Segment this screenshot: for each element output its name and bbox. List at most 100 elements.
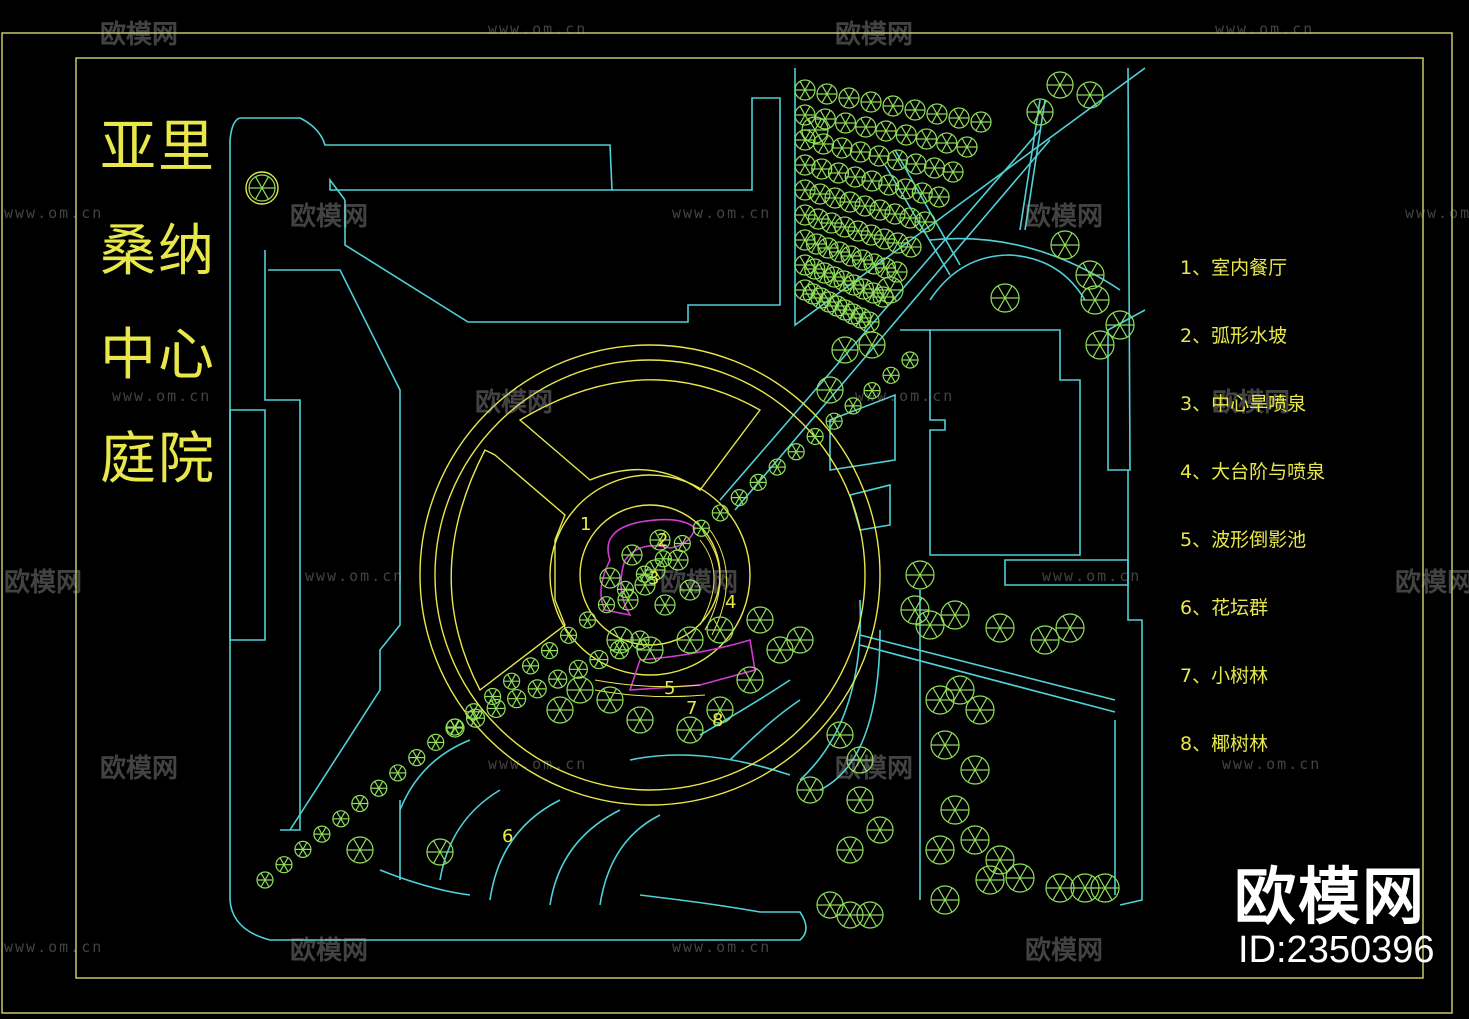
- tree-branch: [910, 353, 914, 360]
- tree-branch: [560, 710, 567, 721]
- tree-branch: [959, 118, 964, 127]
- tree-branch: [574, 690, 581, 701]
- tree-branch: [910, 218, 915, 227]
- tree-branch: [901, 180, 906, 189]
- tree-branch: [588, 620, 592, 627]
- tree-branch: [665, 605, 670, 614]
- watermark-url: www.om.cn: [672, 938, 771, 956]
- tree-branch: [341, 819, 345, 826]
- tree-branch: [256, 177, 263, 188]
- tree-branch: [910, 360, 914, 367]
- title-line: 中心: [100, 304, 210, 408]
- tree-branch: [720, 619, 727, 630]
- watermark-brand: 欧模网: [100, 14, 178, 51]
- tree-branch: [870, 915, 877, 926]
- tree-branch: [945, 888, 952, 900]
- tree-branch: [906, 126, 911, 135]
- tree-branch: [830, 905, 837, 916]
- tree-branch: [394, 766, 398, 773]
- tree-branch: [337, 812, 341, 819]
- tree-branch: [968, 770, 975, 782]
- tree-branch: [610, 700, 617, 711]
- tree-branch: [976, 122, 981, 131]
- tree-branch: [834, 421, 838, 428]
- tree-branch: [844, 98, 849, 107]
- tree-branch: [871, 93, 876, 102]
- tree-branch: [911, 247, 916, 256]
- watermark-url: www.om.cn: [1405, 204, 1469, 222]
- tree-branch: [1093, 345, 1100, 357]
- tree-branch: [933, 838, 940, 850]
- tree-branch: [932, 105, 937, 114]
- tree-branch: [920, 575, 927, 587]
- tree-branch: [849, 399, 853, 406]
- tree-branch: [850, 193, 855, 202]
- tree-branch: [822, 85, 827, 94]
- tree-branch: [634, 720, 641, 731]
- tree-branch: [850, 850, 857, 861]
- tree-branch: [754, 475, 758, 482]
- tree-branch: [939, 197, 944, 206]
- tree-branch: [906, 353, 910, 360]
- tree-branch: [508, 681, 512, 688]
- tree-branch: [866, 118, 871, 127]
- tree-branch: [620, 629, 627, 640]
- tree-branch: [815, 130, 822, 141]
- tree-branch: [780, 639, 787, 650]
- tree-branch: [379, 788, 383, 795]
- tree-branch: [701, 521, 705, 528]
- watermark-brand: 欧模网: [835, 14, 913, 51]
- tree-branch: [834, 173, 839, 182]
- tree-branch: [930, 625, 937, 637]
- tree-branch: [850, 202, 855, 211]
- tree-branch: [640, 720, 647, 731]
- tree-group: [249, 72, 1134, 928]
- tree-branch: [860, 789, 867, 800]
- tree-branch: [546, 644, 550, 651]
- tree-branch: [888, 97, 893, 106]
- tree-branch: [800, 215, 805, 224]
- tree-branch: [565, 635, 569, 642]
- tree-branch: [354, 839, 361, 850]
- tree-branch: [908, 610, 915, 622]
- tree-branch: [604, 700, 611, 711]
- tree-branch: [550, 651, 554, 658]
- tree-branch: [976, 113, 981, 122]
- tree-branch: [872, 345, 879, 356]
- tree-branch: [915, 101, 920, 110]
- tree-branch: [938, 733, 945, 745]
- tree-branch: [830, 894, 837, 905]
- tree-branch: [934, 188, 939, 197]
- tree-branch: [865, 197, 870, 206]
- tree-branch: [856, 143, 861, 152]
- tree-branch: [938, 745, 945, 757]
- tree-branch: [261, 873, 265, 880]
- tree-branch: [517, 699, 522, 707]
- tree-branch: [303, 843, 307, 850]
- tree-branch: [975, 840, 982, 852]
- tree-branch: [261, 880, 265, 887]
- tree-branch: [954, 118, 959, 127]
- tree-branch: [842, 139, 847, 148]
- tree-branch: [839, 173, 844, 182]
- tree-branch: [440, 841, 447, 852]
- tree-branch: [800, 240, 805, 249]
- tree-branch: [574, 679, 581, 690]
- tree-branch: [933, 850, 940, 862]
- tree-branch: [864, 915, 871, 926]
- tree-branch: [824, 379, 831, 390]
- tree-branch: [930, 159, 935, 168]
- tree-branch: [998, 298, 1005, 310]
- tree-branch: [580, 690, 587, 701]
- tree-branch: [417, 758, 421, 765]
- tree-branch: [911, 155, 916, 164]
- tree-branch: [744, 669, 751, 680]
- tree-branch: [1060, 888, 1067, 900]
- tree-branch: [1038, 628, 1045, 640]
- tree-branch: [959, 109, 964, 118]
- tree-branch: [714, 630, 721, 641]
- tree-branch: [886, 122, 891, 131]
- tree-branch: [337, 819, 341, 826]
- watermark-url: www.om.cn: [4, 938, 103, 956]
- tree-branch: [800, 90, 805, 99]
